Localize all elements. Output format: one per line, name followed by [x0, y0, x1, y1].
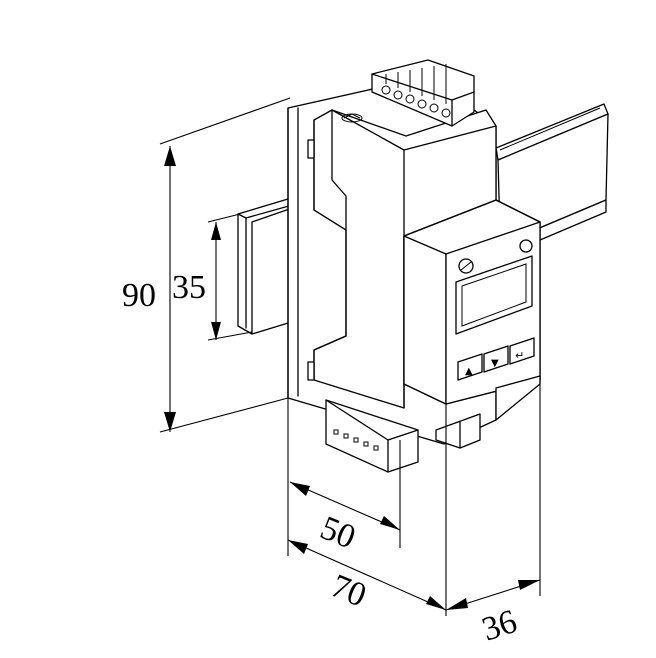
- button-enter[interactable]: ↵: [509, 337, 535, 365]
- top-terminal-block: [371, 59, 475, 127]
- lcd-display: [455, 255, 533, 335]
- bottom-terminal-block: [325, 399, 481, 473]
- dimension-label-70: 70: [326, 567, 371, 614]
- dimension-90: 90: [122, 97, 291, 433]
- button-down[interactable]: ▼: [483, 345, 509, 373]
- enter-icon: ↵: [515, 349, 524, 362]
- dimension-label-36: 36: [478, 603, 522, 649]
- adjust-screw-icon: [458, 258, 474, 274]
- din-rail-right: [495, 103, 609, 241]
- dimension-35: 35: [172, 213, 253, 341]
- dimension-label-90: 90: [122, 277, 156, 314]
- button-up[interactable]: ▲: [457, 353, 483, 381]
- din-rail-left: [237, 195, 299, 335]
- dimension-label-50: 50: [315, 509, 360, 556]
- down-arrow-icon: ▼: [491, 358, 499, 369]
- up-arrow-icon: ▲: [465, 366, 473, 377]
- dimension-label-35: 35: [172, 269, 206, 306]
- status-led-icon: [519, 239, 533, 253]
